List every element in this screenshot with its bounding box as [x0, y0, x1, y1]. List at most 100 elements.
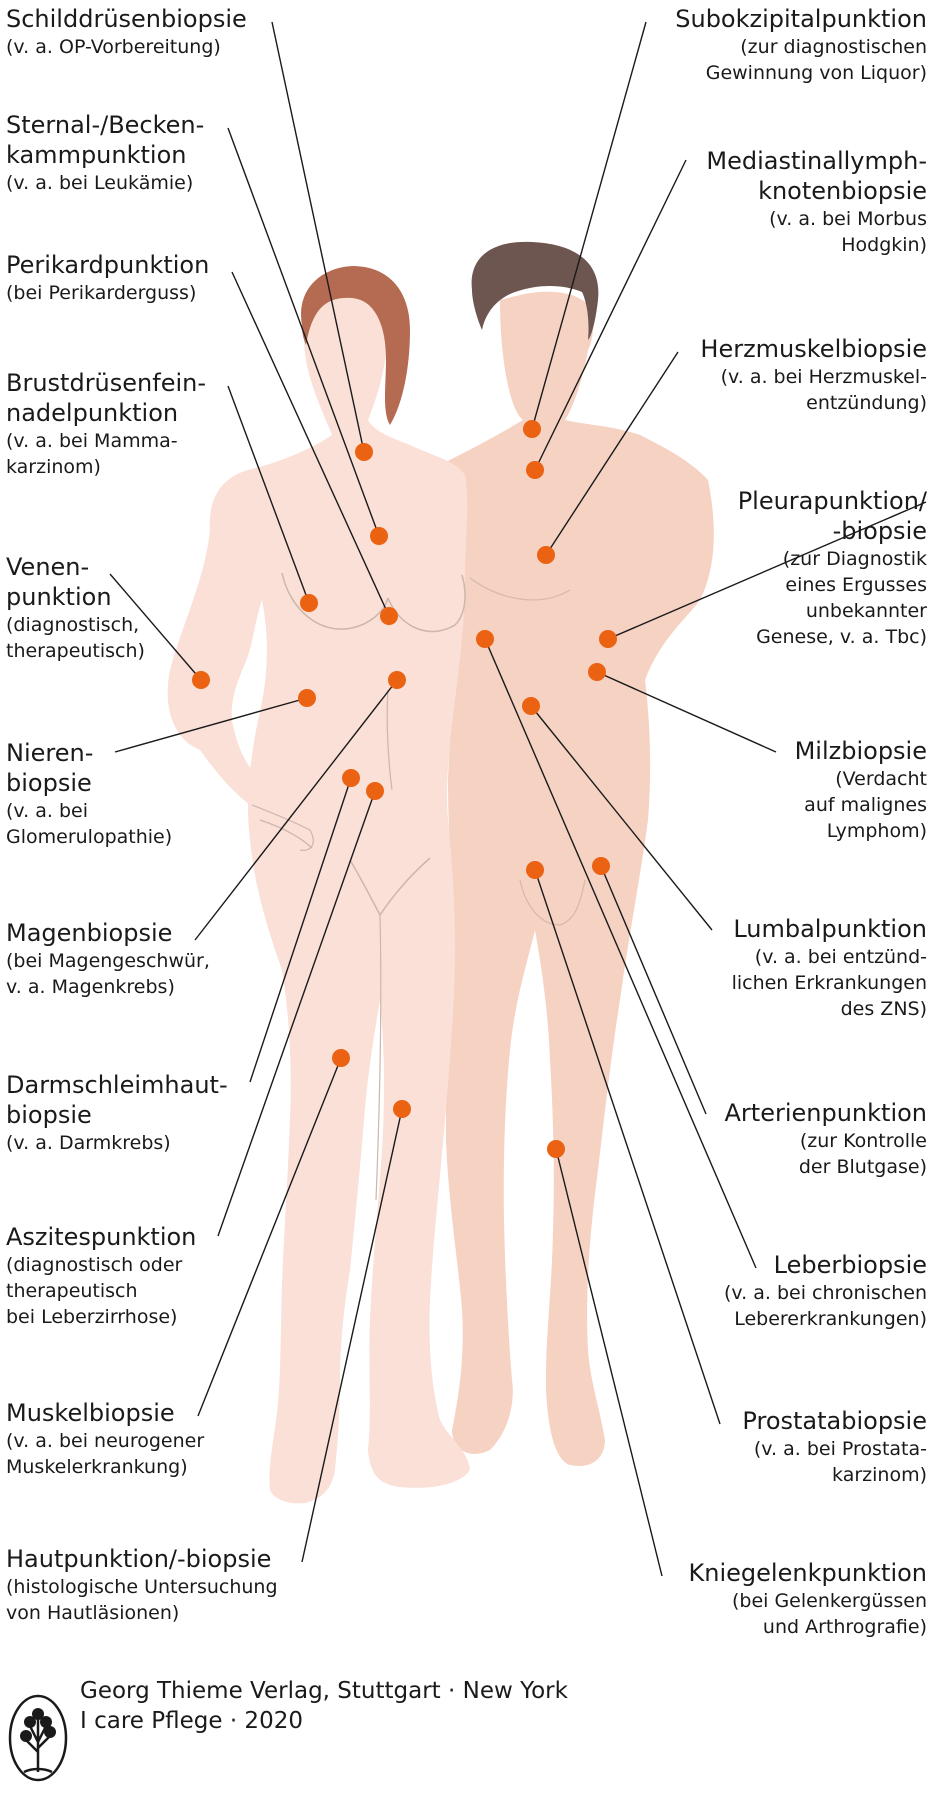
label-aszitespunktion: Aszitespunktion(diagnostisch oder therap…: [6, 1222, 366, 1330]
leader-line-mediastinallymphknotenbiopsie: [534, 159, 687, 471]
label-muskelbiopsie: Muskelbiopsie(v. a. bei neurogener Muske…: [6, 1398, 366, 1480]
label-desc-hautpunktion-biopsie: (histologische Untersuchung von Hautläsi…: [6, 1576, 278, 1624]
leader-line-prostatabiopsie: [534, 869, 721, 1425]
label-title-venenpunktion: Venen- punktion: [6, 553, 112, 611]
label-brustdruesenfeinnadelpunktion: Brustdrüsenfein- nadelpunktion(v. a. bei…: [6, 368, 366, 480]
label-title-hautpunktion-biopsie: Hautpunktion/-biopsie: [6, 1545, 272, 1573]
label-desc-sternal-beckenkammpunktion: (v. a. bei Leukämie): [6, 172, 194, 194]
male-hair: [471, 241, 599, 340]
leader-line-perikardpunktion: [231, 271, 390, 617]
label-title-subokzipitalpunktion: Subokzipitalpunktion: [675, 5, 927, 33]
label-title-milzbiopsie: Milzbiopsie: [794, 737, 927, 765]
label-desc-venenpunktion: (diagnostisch, therapeutisch): [6, 614, 145, 662]
marker-herzmuskelbiopsie: [537, 546, 555, 564]
label-desc-leberbiopsie: (v. a. bei chronischen Lebererkrankungen…: [724, 1282, 927, 1330]
label-mediastinallymphknotenbiopsie: Mediastinallymph- knotenbiopsie(v. a. be…: [527, 146, 927, 258]
label-title-nierenbiopsie: Nieren- biopsie: [6, 739, 94, 797]
female-chest-contour-left: [281, 572, 389, 630]
label-pleurapunktion-biopsie: Pleurapunktion/ -biopsie(zur Diagnostik …: [527, 486, 927, 650]
female-pelvis-line: [349, 857, 431, 917]
marker-brustdruesenfeinnadelpunktion: [300, 594, 318, 612]
leader-line-kniegelenkpunktion: [555, 1148, 663, 1577]
marker-magenbiopsie: [388, 671, 406, 689]
male-groin-contour: [519, 879, 586, 926]
label-desc-brustdruesenfeinnadelpunktion: (v. a. bei Mamma- karzinom): [6, 430, 178, 478]
marker-muskelbiopsie: [332, 1049, 350, 1067]
leader-line-brustdruesenfeinnadelpunktion: [227, 385, 310, 604]
label-kniegelenkpunktion: Kniegelenkpunktion (bei Gelenkergüssen un…: [527, 1558, 927, 1640]
leader-line-aszitespunktion: [217, 790, 376, 1237]
label-desc-mediastinallymphknotenbiopsie: (v. a. bei Morbus Hodgkin): [769, 208, 927, 256]
label-perikardpunktion: Perikardpunktion (bei Perikarderguss): [6, 250, 366, 306]
female-body-silhouette: [167, 277, 470, 1504]
label-desc-schilddruesenbiopsie: (v. a. OP-Vorbereitung): [6, 36, 221, 58]
publisher-line-1: Georg Thieme Verlag, Stuttgart · New Yor…: [80, 1678, 568, 1704]
female-chest-contour-right: [387, 574, 466, 633]
label-title-leberbiopsie: Leberbiopsie: [773, 1251, 927, 1279]
marker-sternal-beckenkammpunktion: [370, 527, 388, 545]
label-title-magenbiopsie: Magenbiopsie: [6, 919, 173, 947]
label-schilddruesenbiopsie: Schilddrüsenbiopsie (v. a. OP-Vorbereitun…: [6, 4, 366, 60]
leader-line-milzbiopsie: [596, 671, 777, 753]
leader-line-schilddruesenbiopsie: [271, 21, 365, 453]
female-leg-contour: [375, 914, 382, 1201]
label-title-kniegelenkpunktion: Kniegelenkpunktion: [688, 1559, 927, 1587]
leader-line-lumbalpunktion: [530, 705, 713, 931]
publisher-credit: Georg Thieme Verlag, Stuttgart · New Yor…: [80, 1676, 568, 1736]
label-title-aszitespunktion: Aszitespunktion: [6, 1223, 197, 1251]
leader-line-nierenbiopsie: [114, 697, 308, 753]
leader-line-subokzipitalpunktion: [531, 21, 647, 430]
label-hautpunktion-biopsie: Hautpunktion/-biopsie (histologische Unte…: [6, 1544, 366, 1626]
label-title-herzmuskelbiopsie: Herzmuskelbiopsie: [700, 335, 927, 363]
label-title-perikardpunktion: Perikardpunktion: [6, 251, 210, 279]
label-desc-muskelbiopsie: (v. a. bei neurogener Muskelerkrankung): [6, 1430, 205, 1478]
label-arterienpunktion: Arterienpunktion (zur Kontrolle der Blutg…: [527, 1098, 928, 1180]
label-title-pleurapunktion-biopsie: Pleurapunktion/ -biopsie: [737, 487, 927, 545]
leader-line-herzmuskelbiopsie: [545, 351, 679, 556]
leader-line-magenbiopsie: [194, 679, 398, 941]
marker-aszitespunktion: [366, 782, 384, 800]
label-desc-arterienpunktion: (zur Kontrolle der Blutgase): [798, 1130, 927, 1178]
female-hand-contour: [251, 804, 314, 851]
marker-perikardpunktion: [380, 607, 398, 625]
publisher-line-2: I care Pflege · 2020: [80, 1708, 303, 1734]
marker-mediastinallymphknotenbiopsie: [526, 461, 544, 479]
label-desc-darmschleimhautbiopsie: (v. a. Darmkrebs): [6, 1132, 171, 1154]
leader-line-arterienpunktion: [600, 865, 707, 1115]
leader-line-venenpunktion: [109, 573, 202, 681]
marker-prostatabiopsie: [526, 861, 544, 879]
label-title-darmschleimhautbiopsie: Darmschleimhaut- biopsie: [6, 1071, 228, 1129]
label-sternal-beckenkammpunktion: Sternal-/Becken- kammpunktion (v. a. bei …: [6, 110, 366, 196]
thieme-tree-logo-icon: [8, 1694, 68, 1782]
leader-line-pleurapunktion-biopsie: [607, 501, 927, 640]
marker-milzbiopsie: [588, 663, 606, 681]
marker-hautpunktion-biopsie: [393, 1100, 411, 1118]
marker-kniegelenkpunktion: [547, 1140, 565, 1158]
male-body-silhouette: [420, 291, 714, 1466]
label-desc-pleurapunktion-biopsie: (zur Diagnostik eines Ergusses unbekannt…: [756, 548, 927, 648]
label-title-mediastinallymphknotenbiopsie: Mediastinallymph- knotenbiopsie: [706, 147, 927, 205]
male-chest-contour: [469, 577, 571, 601]
label-desc-subokzipitalpunktion: (zur diagnostischen Gewinnung von Liquor…: [705, 36, 927, 84]
label-title-prostatabiopsie: Prostatabiopsie: [742, 1407, 927, 1435]
label-title-schilddruesenbiopsie: Schilddrüsenbiopsie: [6, 5, 247, 33]
leader-line-leberbiopsie: [484, 638, 757, 1269]
marker-lumbalpunktion: [522, 697, 540, 715]
label-lumbalpunktion: Lumbalpunktion(v. a. bei entzünd- lichen…: [527, 914, 927, 1022]
label-title-lumbalpunktion: Lumbalpunktion: [733, 915, 927, 943]
female-hair: [301, 266, 410, 425]
label-desc-kniegelenkpunktion: (bei Gelenkergüssen und Arthrografie): [731, 1590, 927, 1638]
label-desc-prostatabiopsie: (v. a. bei Prostata- karzinom): [753, 1438, 927, 1486]
label-milzbiopsie: Milzbiopsie (Verdacht auf malignes Lympho…: [527, 736, 927, 844]
label-title-sternal-beckenkammpunktion: Sternal-/Becken- kammpunktion: [6, 111, 205, 169]
label-title-arterienpunktion: Arterienpunktion: [724, 1099, 928, 1127]
female-figure: [167, 266, 586, 1504]
label-desc-milzbiopsie: (Verdacht auf malignes Lymphom): [804, 768, 927, 842]
marker-darmschleimhautbiopsie: [342, 769, 360, 787]
label-prostatabiopsie: Prostatabiopsie (v. a. bei Prostata- karz…: [527, 1406, 927, 1488]
label-desc-perikardpunktion: (bei Perikarderguss): [6, 282, 197, 304]
leader-line-muskelbiopsie: [197, 1057, 342, 1417]
label-desc-nierenbiopsie: (v. a. bei Glomerulopathie): [6, 800, 173, 848]
marker-venenpunktion: [192, 671, 210, 689]
